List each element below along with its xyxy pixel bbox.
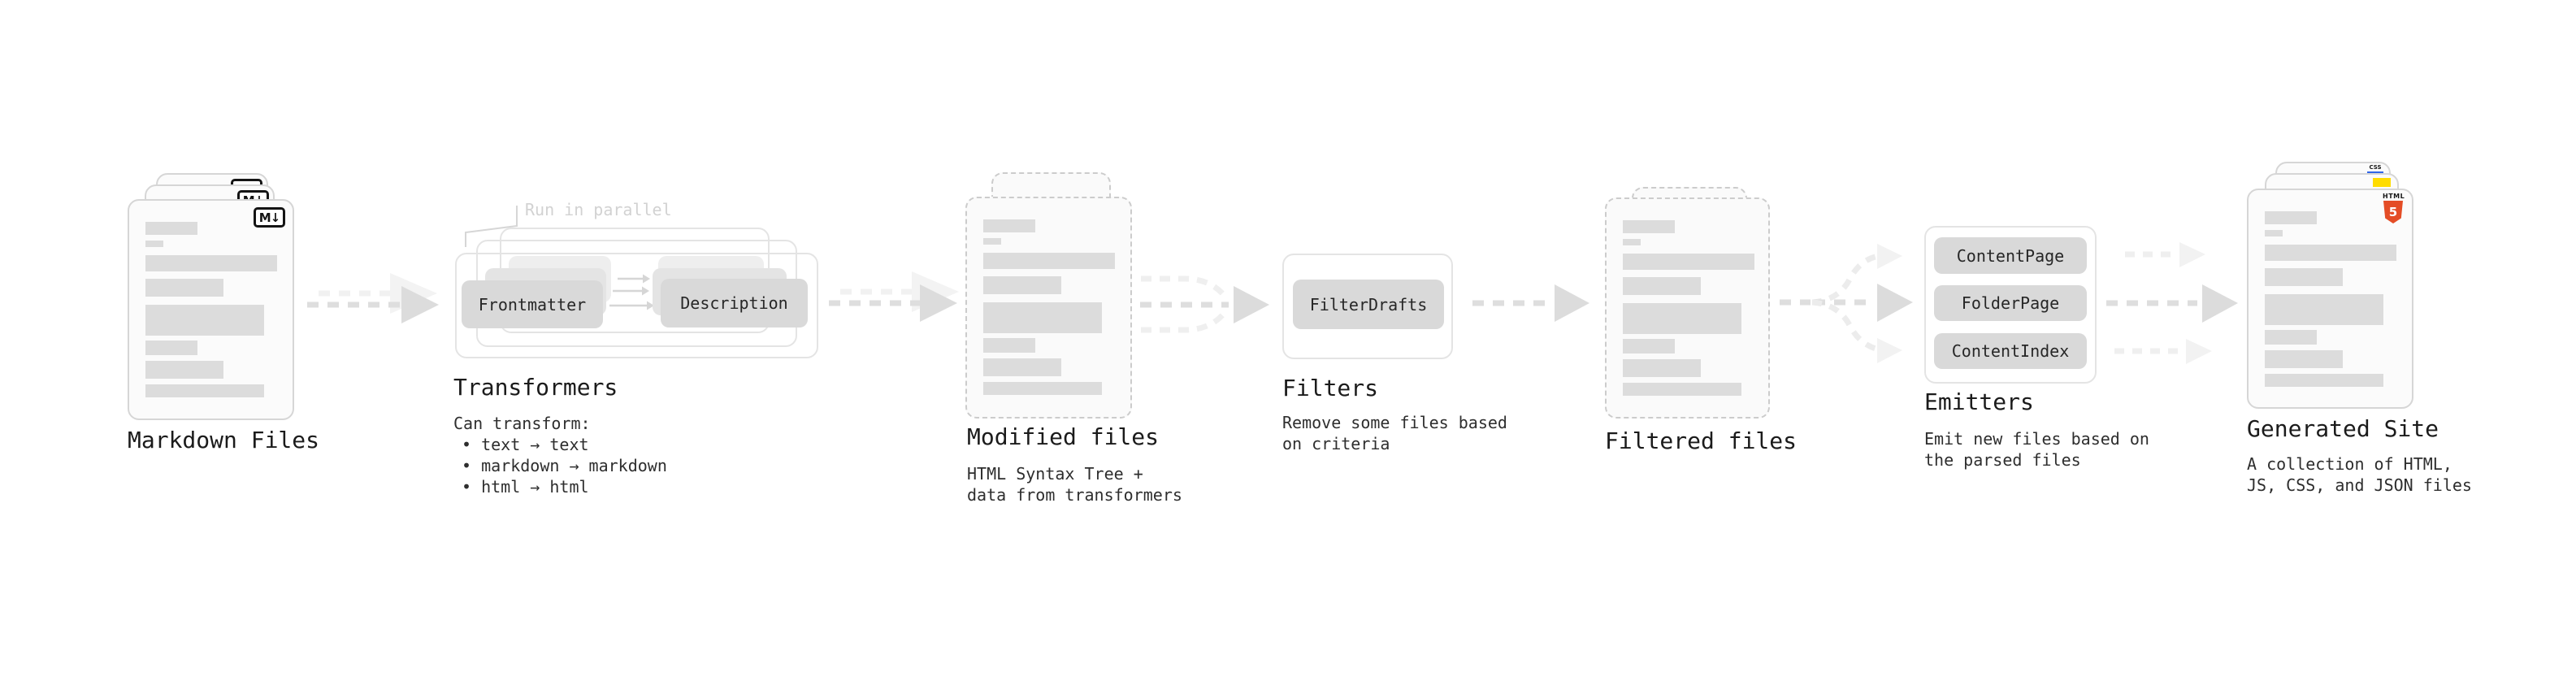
subtitle-line: on criteria (1282, 434, 1390, 453)
content-bar (2265, 230, 2283, 236)
content-bar (1623, 359, 1701, 377)
html5-icon-number: 5 (2388, 205, 2398, 219)
filtered-file-card-front (1605, 197, 1770, 419)
transformer-step-arrows (609, 274, 654, 310)
content-bar (983, 382, 1102, 395)
note-item: • markdown → markdown (462, 456, 667, 475)
subtitle-line: the parsed files (1924, 450, 2081, 470)
emitter-item-contentindex: ContentIndex (1934, 333, 2087, 369)
content-bar (1623, 277, 1701, 295)
notes-heading: Can transform: (453, 414, 591, 433)
subtitle-line: Emit new files based on (1924, 429, 2149, 449)
file-content-placeholder (145, 222, 277, 397)
subtitle-line: data from transformers (967, 485, 1182, 505)
content-bar (145, 255, 277, 271)
transformer-step-description: Description (661, 279, 808, 327)
html5-icon: HTML 5 (2383, 193, 2405, 223)
content-bar (983, 302, 1102, 333)
content-bar (1623, 383, 1741, 396)
content-bar (145, 279, 223, 297)
arrow-filters-to-filtered (1472, 284, 1589, 322)
transformer-step-frontmatter: Frontmatter (462, 280, 603, 328)
file-content-placeholder (983, 219, 1115, 395)
arrow-emitters-to-generated (2106, 242, 2238, 364)
label-markdown-files: Markdown Files (128, 427, 320, 453)
run-in-parallel-leader (465, 206, 518, 247)
generated-file-card-front: HTML 5 (2247, 189, 2413, 409)
label-filters: Filters (1282, 375, 1379, 401)
emitter-item-contentpage: ContentPage (1934, 237, 2087, 274)
label-emitters: Emitters (1924, 388, 2034, 415)
content-bar (2265, 245, 2396, 261)
emitters-subtitle: Emit new files based on the parsed files (1924, 428, 2149, 471)
file-content-placeholder (1623, 220, 1754, 396)
content-bar (2265, 350, 2343, 368)
subtitle-line: A collection of HTML, (2247, 454, 2452, 474)
markdown-icon-label: M↓ (258, 210, 280, 225)
content-bar (2265, 268, 2343, 286)
note-item: • text → text (462, 435, 589, 454)
markdown-file-card-front: M↓ (128, 199, 294, 420)
arrow-filtered-to-emitters (1780, 244, 1913, 363)
filters-subtitle: Remove some files based on criteria (1282, 412, 1507, 454)
content-bar (2265, 294, 2383, 325)
subtitle-line: Remove some files based (1282, 413, 1507, 432)
label-filtered-files: Filtered files (1605, 427, 1798, 454)
markdown-icon: M↓ (254, 207, 285, 228)
subtitle-line: JS, CSS, and JSON files (2247, 475, 2472, 495)
filter-item-filterdrafts: FilterDrafts (1293, 280, 1444, 329)
generated-site-subtitle: A collection of HTML, JS, CSS, and JSON … (2247, 453, 2472, 496)
file-content-placeholder (2265, 211, 2396, 387)
transformers-notes: Can transform: • text → text • markdown … (453, 413, 667, 497)
label-modified-files: Modified files (967, 423, 1160, 450)
content-bar (983, 238, 1001, 245)
content-bar (145, 241, 163, 247)
content-bar (145, 340, 197, 355)
js-icon (2373, 178, 2391, 187)
content-bar (983, 338, 1035, 353)
label-transformers: Transformers (453, 374, 618, 401)
content-bar (1623, 220, 1675, 233)
content-bar (145, 384, 264, 397)
content-bar (983, 219, 1035, 232)
arrow-transformers-to-modified (829, 271, 959, 322)
content-bar (145, 222, 197, 235)
arrow-modified-to-filters (1140, 275, 1269, 333)
emitter-item-folderpage: FolderPage (1934, 285, 2087, 321)
run-in-parallel-annotation: Run in parallel (525, 200, 672, 219)
label-generated-site: Generated Site (2247, 415, 2439, 442)
note-item: • html → html (462, 477, 589, 497)
content-bar (1623, 254, 1754, 270)
modified-files-subtitle: HTML Syntax Tree + data from transformer… (967, 463, 1182, 505)
modified-file-card-front (965, 197, 1132, 419)
html5-icon-label: HTML (2383, 193, 2405, 200)
css-icon-label: CSS (2369, 164, 2382, 171)
transformer-layer-front (455, 253, 818, 358)
content-bar (983, 253, 1115, 269)
subtitle-line: HTML Syntax Tree + (967, 464, 1143, 484)
content-bar (983, 276, 1061, 294)
content-bar (1623, 339, 1675, 354)
content-bar (1623, 239, 1641, 245)
content-bar (1623, 303, 1741, 334)
arrow-markdown-to-transformers (307, 273, 439, 323)
content-bar (145, 361, 223, 379)
content-bar (145, 305, 264, 336)
content-bar (2265, 211, 2317, 224)
content-bar (2265, 374, 2383, 387)
content-bar (2265, 330, 2317, 345)
content-bar (983, 358, 1061, 376)
